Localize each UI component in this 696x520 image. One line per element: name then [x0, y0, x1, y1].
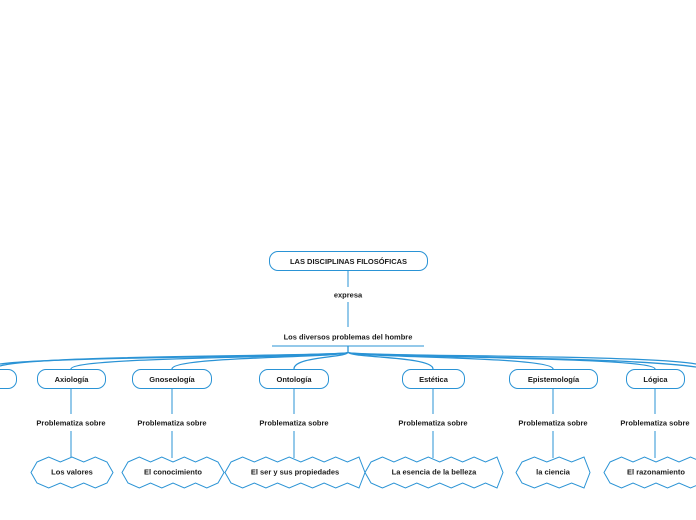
connector-hub-offscreen-left-2	[0, 351, 349, 365]
object-node-label[interactable]: El ser y sus propiedades	[250, 467, 340, 477]
connector-hub-discipline-2	[293, 351, 349, 370]
discipline-node-logica[interactable]: Lógica	[626, 369, 685, 389]
link-label-problematiza: Problematiza sobre	[36, 418, 106, 428]
object-node-label[interactable]: la ciencia	[536, 467, 570, 477]
object-node-shape-4	[515, 456, 591, 489]
object-node-shape-5	[603, 456, 696, 489]
discipline-label: Epistemología	[527, 374, 580, 384]
discipline-node-epistemologia[interactable]: Epistemología	[509, 369, 598, 389]
discipline-label: Axiología	[54, 374, 89, 384]
discipline-label: Gnoseología	[149, 374, 195, 384]
link-label-problematiza: Problematiza sobre	[398, 418, 468, 428]
link-label-problematiza: Problematiza sobre	[620, 418, 690, 428]
discipline-node-ontologia[interactable]: Ontología	[259, 369, 329, 389]
object-node-label[interactable]: El razonamiento	[627, 467, 685, 477]
object-node-shape-1	[121, 456, 225, 489]
discipline-node-gnoseologia[interactable]: Gnoseología	[132, 369, 212, 389]
discipline-node-cut-off[interactable]	[0, 369, 17, 389]
discipline-node-estetica[interactable]: Estética	[402, 369, 465, 389]
connector-hub-offscreen-right-2	[347, 351, 696, 368]
discipline-label: Estética	[419, 374, 448, 384]
hub-node[interactable]: Los diversos problemas del hombre	[283, 332, 413, 342]
object-node-shape-3	[364, 456, 504, 489]
discipline-node-axiologia[interactable]: Axiología	[37, 369, 106, 389]
object-node-label[interactable]: Los valores	[51, 467, 93, 477]
connector-hub-discipline-3	[347, 351, 434, 370]
object-node-label[interactable]: La esencia de la belleza	[391, 467, 477, 477]
link-label-problematiza: Problematiza sobre	[137, 418, 207, 428]
link-label-expresa: expresa	[333, 290, 363, 300]
discipline-label: Lógica	[643, 374, 668, 384]
discipline-label: Ontología	[276, 374, 312, 384]
link-label-problematiza: Problematiza sobre	[259, 418, 329, 428]
node-shapes	[30, 456, 696, 489]
object-node-shape-2	[224, 456, 366, 489]
root-node-label: LAS DISCIPLINAS FILOSÓFICAS	[289, 256, 408, 266]
root-node[interactable]: LAS DISCIPLINAS FILOSÓFICAS	[269, 251, 428, 271]
connectors	[0, 271, 696, 458]
link-label-problematiza: Problematiza sobre	[518, 418, 588, 428]
object-node-label[interactable]: El conocimiento	[144, 467, 202, 477]
object-node-shape-0	[30, 456, 114, 489]
connector-hub-discipline-1	[171, 351, 349, 370]
